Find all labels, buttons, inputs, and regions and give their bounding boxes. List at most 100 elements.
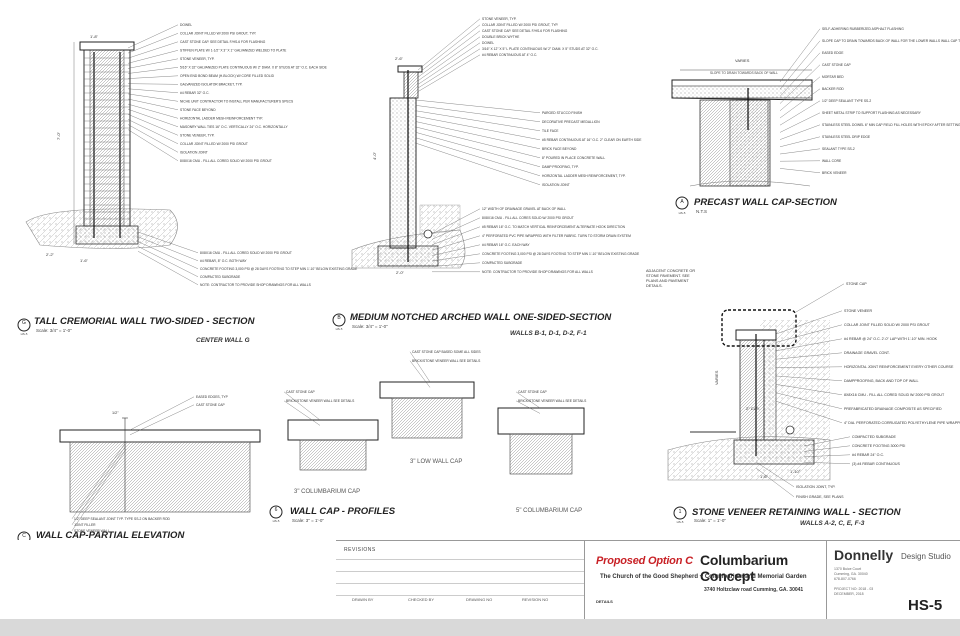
detail-b-leader bbox=[415, 99, 541, 113]
detail-a-note: STAINLESS STEEL DRIP EDGE bbox=[822, 135, 871, 139]
detail-g-note: MASONRY WALL TIES 16" O.C. VERTICALLY 24… bbox=[180, 125, 288, 129]
detail-c-number: C bbox=[22, 533, 26, 539]
detail-g-note: NICHE UNIT CONTRACTOR TO INSTALL PER MAN… bbox=[180, 100, 294, 104]
detail-a-leader bbox=[779, 112, 821, 133]
project-panel: Proposed Option C Columbarium Concept Th… bbox=[586, 541, 827, 619]
detail-1-note: FINISH GRADE, SEE PLANS bbox=[796, 495, 844, 499]
detail-b-section: 2'-6" 4'-0" 2'-0" STONE VENEER, TYP.COLL… bbox=[332, 17, 642, 337]
detail-1-note: STONE VENEER bbox=[844, 309, 872, 313]
detail-g-note: ISOLATION JOINT bbox=[180, 151, 208, 155]
detail-6-note: BRICK/STONE VENEER WALL SEE DETAILS bbox=[286, 399, 355, 403]
detail-g-note: STONE FACE BEYOND bbox=[180, 108, 216, 112]
svg-text:VARIES: VARIES bbox=[714, 370, 719, 385]
detail-b-leader bbox=[415, 126, 541, 158]
detail-1-leader bbox=[795, 283, 845, 313]
detail-b-note: PARGED STUCCO FINISH bbox=[542, 111, 583, 115]
detail-b-leader bbox=[431, 235, 481, 251]
detail-b-note: BRICK FACE BEYOND bbox=[542, 147, 577, 151]
firm-subtitle: Design Studio bbox=[901, 552, 951, 561]
detail-b-note: DAMP PROOFING, TYP. bbox=[542, 165, 579, 169]
detail-b-leader bbox=[415, 105, 541, 122]
svg-text:1/2": 1/2" bbox=[112, 411, 119, 415]
detail-g-leader bbox=[127, 41, 179, 59]
svg-text:3" COLUMBARIUM CAP: 3" COLUMBARIUM CAP bbox=[294, 489, 360, 495]
detail-b-note: #4 REBAR 16" O.C. EACH WAY bbox=[482, 243, 530, 247]
detail-g-number: G bbox=[22, 320, 26, 326]
detail-a-leader bbox=[779, 168, 821, 173]
detail-g-leader bbox=[137, 251, 199, 285]
detail-g-leader bbox=[127, 75, 179, 79]
detail-g-title: TALL CREMORIAL WALL TWO-SIDED - SECTION bbox=[34, 316, 256, 327]
detail-g-note: HORIZONTAL LADDER MESH REINFORCEMENT TYP… bbox=[180, 117, 263, 121]
detail-b-note: STONE VENEER, TYP. bbox=[482, 17, 517, 21]
detail-g-note: 5/16" X 32" GALVANIZED PLATE CONTINUOUS … bbox=[180, 66, 328, 70]
detail-g-leader bbox=[127, 83, 179, 85]
detail-b-note: HORIZONTAL LADDER MESH REINFORCEMENT, TY… bbox=[542, 174, 626, 178]
detail-a-note: 1/2" DEEP SEALANT TYPE SS-2 bbox=[822, 99, 871, 103]
detail-a-leader bbox=[779, 76, 821, 111]
revision-row bbox=[336, 595, 584, 596]
detail-6-title: WALL CAP - PROFILES bbox=[290, 506, 396, 517]
detail-g-note: DOWEL bbox=[180, 23, 192, 27]
detail-1-leader bbox=[775, 401, 843, 423]
detail-b-leader bbox=[431, 208, 481, 235]
detail-b-leader bbox=[417, 42, 481, 85]
detail-1-note: DAMPPROOFING, BACK AND TOP OF WALL bbox=[844, 379, 919, 383]
detail-c-title: WALL CAP-PARTIAL ELEVATION bbox=[36, 530, 185, 540]
detail-b-leader bbox=[431, 244, 481, 256]
detail-1-note: STONE CAP bbox=[846, 282, 867, 286]
detail-a-title: PRECAST WALL CAP-SECTION bbox=[694, 197, 838, 208]
detail-6-leader bbox=[515, 400, 541, 414]
detail-b-leader bbox=[417, 18, 481, 71]
svg-text:1'-10": 1'-10" bbox=[790, 469, 801, 474]
svg-text:3" LOW WALL CAP: 3" LOW WALL CAP bbox=[410, 459, 462, 465]
firm-panel: Donnelly Design Studio 1370 Buice Court … bbox=[834, 547, 951, 614]
detail-6-leader bbox=[283, 391, 321, 421]
detail-b-note: #4 REBAR CONTINUOUS AT 4" O.C. bbox=[482, 53, 537, 57]
svg-text:VARIES: VARIES bbox=[735, 58, 750, 63]
detail-b-note: COMPACTED SUBGRADE bbox=[482, 261, 523, 265]
detail-1-note: HORIZONTAL JOINT REINFORCEMENT EVERY OTH… bbox=[844, 365, 954, 369]
client-name: The Church of the Good Shepherd ~ Columb… bbox=[600, 574, 807, 580]
svg-text:Scale: 3" = 1'-0": Scale: 3" = 1'-0" bbox=[292, 518, 324, 523]
detail-g-leader bbox=[127, 124, 179, 153]
detail-c-note: EASED EDGES, TYP bbox=[196, 395, 229, 399]
detail-1-leader bbox=[803, 436, 851, 447]
detail-g-leader bbox=[137, 241, 199, 269]
detail-a-note: SHEET METAL STRIP TO SUPPORT FLASHING AS… bbox=[822, 111, 922, 115]
svg-text:WALLS A-2, C, E, F-3: WALLS A-2, C, E, F-3 bbox=[800, 520, 865, 527]
detail-g-note: GALVANIZED ISOLATOR BRACKET, TYP. bbox=[180, 83, 243, 87]
detail-c-note: 1/2" DEEP SEALANT JOINT TYP. TYPE SS-2 O… bbox=[74, 517, 171, 521]
detail-c-note: JOINT FILLER bbox=[74, 523, 96, 527]
svg-text:N.T.S: N.T.S bbox=[696, 209, 707, 214]
detail-6-note: CAST STONE CAP bbox=[518, 390, 547, 394]
detail-1-leader bbox=[755, 461, 795, 487]
svg-text:HS-5: HS-5 bbox=[273, 519, 280, 523]
svg-text:Scale: 3/4" = 1'-0": Scale: 3/4" = 1'-0" bbox=[36, 328, 72, 333]
detail-c-note: STONE VENEER WALL bbox=[74, 529, 110, 533]
svg-text:1'-8": 1'-8" bbox=[90, 34, 99, 39]
detail-b-note: DOUBLE BRICK WYTHE bbox=[482, 35, 520, 39]
detail-b-note: 3/16" X 12" X 5" L PLATE CONTINUOUS W/ 2… bbox=[482, 47, 599, 51]
detail-g-leader bbox=[127, 58, 179, 69]
detail-1-leader bbox=[775, 392, 843, 409]
detail-a-number: A bbox=[680, 199, 684, 205]
detail-6-note: BRICK/STONE VENEER WALL SEE DETAILS bbox=[518, 399, 587, 403]
detail-g-note: 8X8X16 CMU - FILL ALL CORED SOLID W/ 200… bbox=[200, 251, 292, 255]
detail-c-leader bbox=[129, 396, 195, 431]
detail-a-note: BACKER ROD bbox=[822, 87, 844, 91]
detail-1-note: COLLAR JOINT FILLED SOLID W/ 2000 PSI GR… bbox=[844, 323, 931, 327]
detail-6-note: CAST STONE CAP BASED SOME ALL SIDES bbox=[412, 350, 481, 354]
detail-b-leader bbox=[415, 143, 541, 185]
svg-text:5" COLUMBARIUM CAP: 5" COLUMBARIUM CAP bbox=[516, 508, 582, 514]
detail-b-note: 8X8X16 CMU - FILL ALL CORES SOLID W/ 200… bbox=[482, 216, 574, 220]
detail-b-leader bbox=[417, 48, 481, 89]
detail-g-leader bbox=[127, 93, 179, 102]
svg-text:HS-5: HS-5 bbox=[679, 211, 686, 215]
detail-g-note: 8X8X16 CMU - FILL ALL CORED SOLID W/ 200… bbox=[180, 159, 272, 163]
detail-a-note: SELF-ADHERING RUBBERIZED ASPHALT FLASHIN… bbox=[822, 27, 904, 31]
option-label: Proposed Option C bbox=[596, 555, 693, 567]
detail-b-leader bbox=[415, 132, 541, 167]
detail-a-leader bbox=[779, 64, 821, 104]
